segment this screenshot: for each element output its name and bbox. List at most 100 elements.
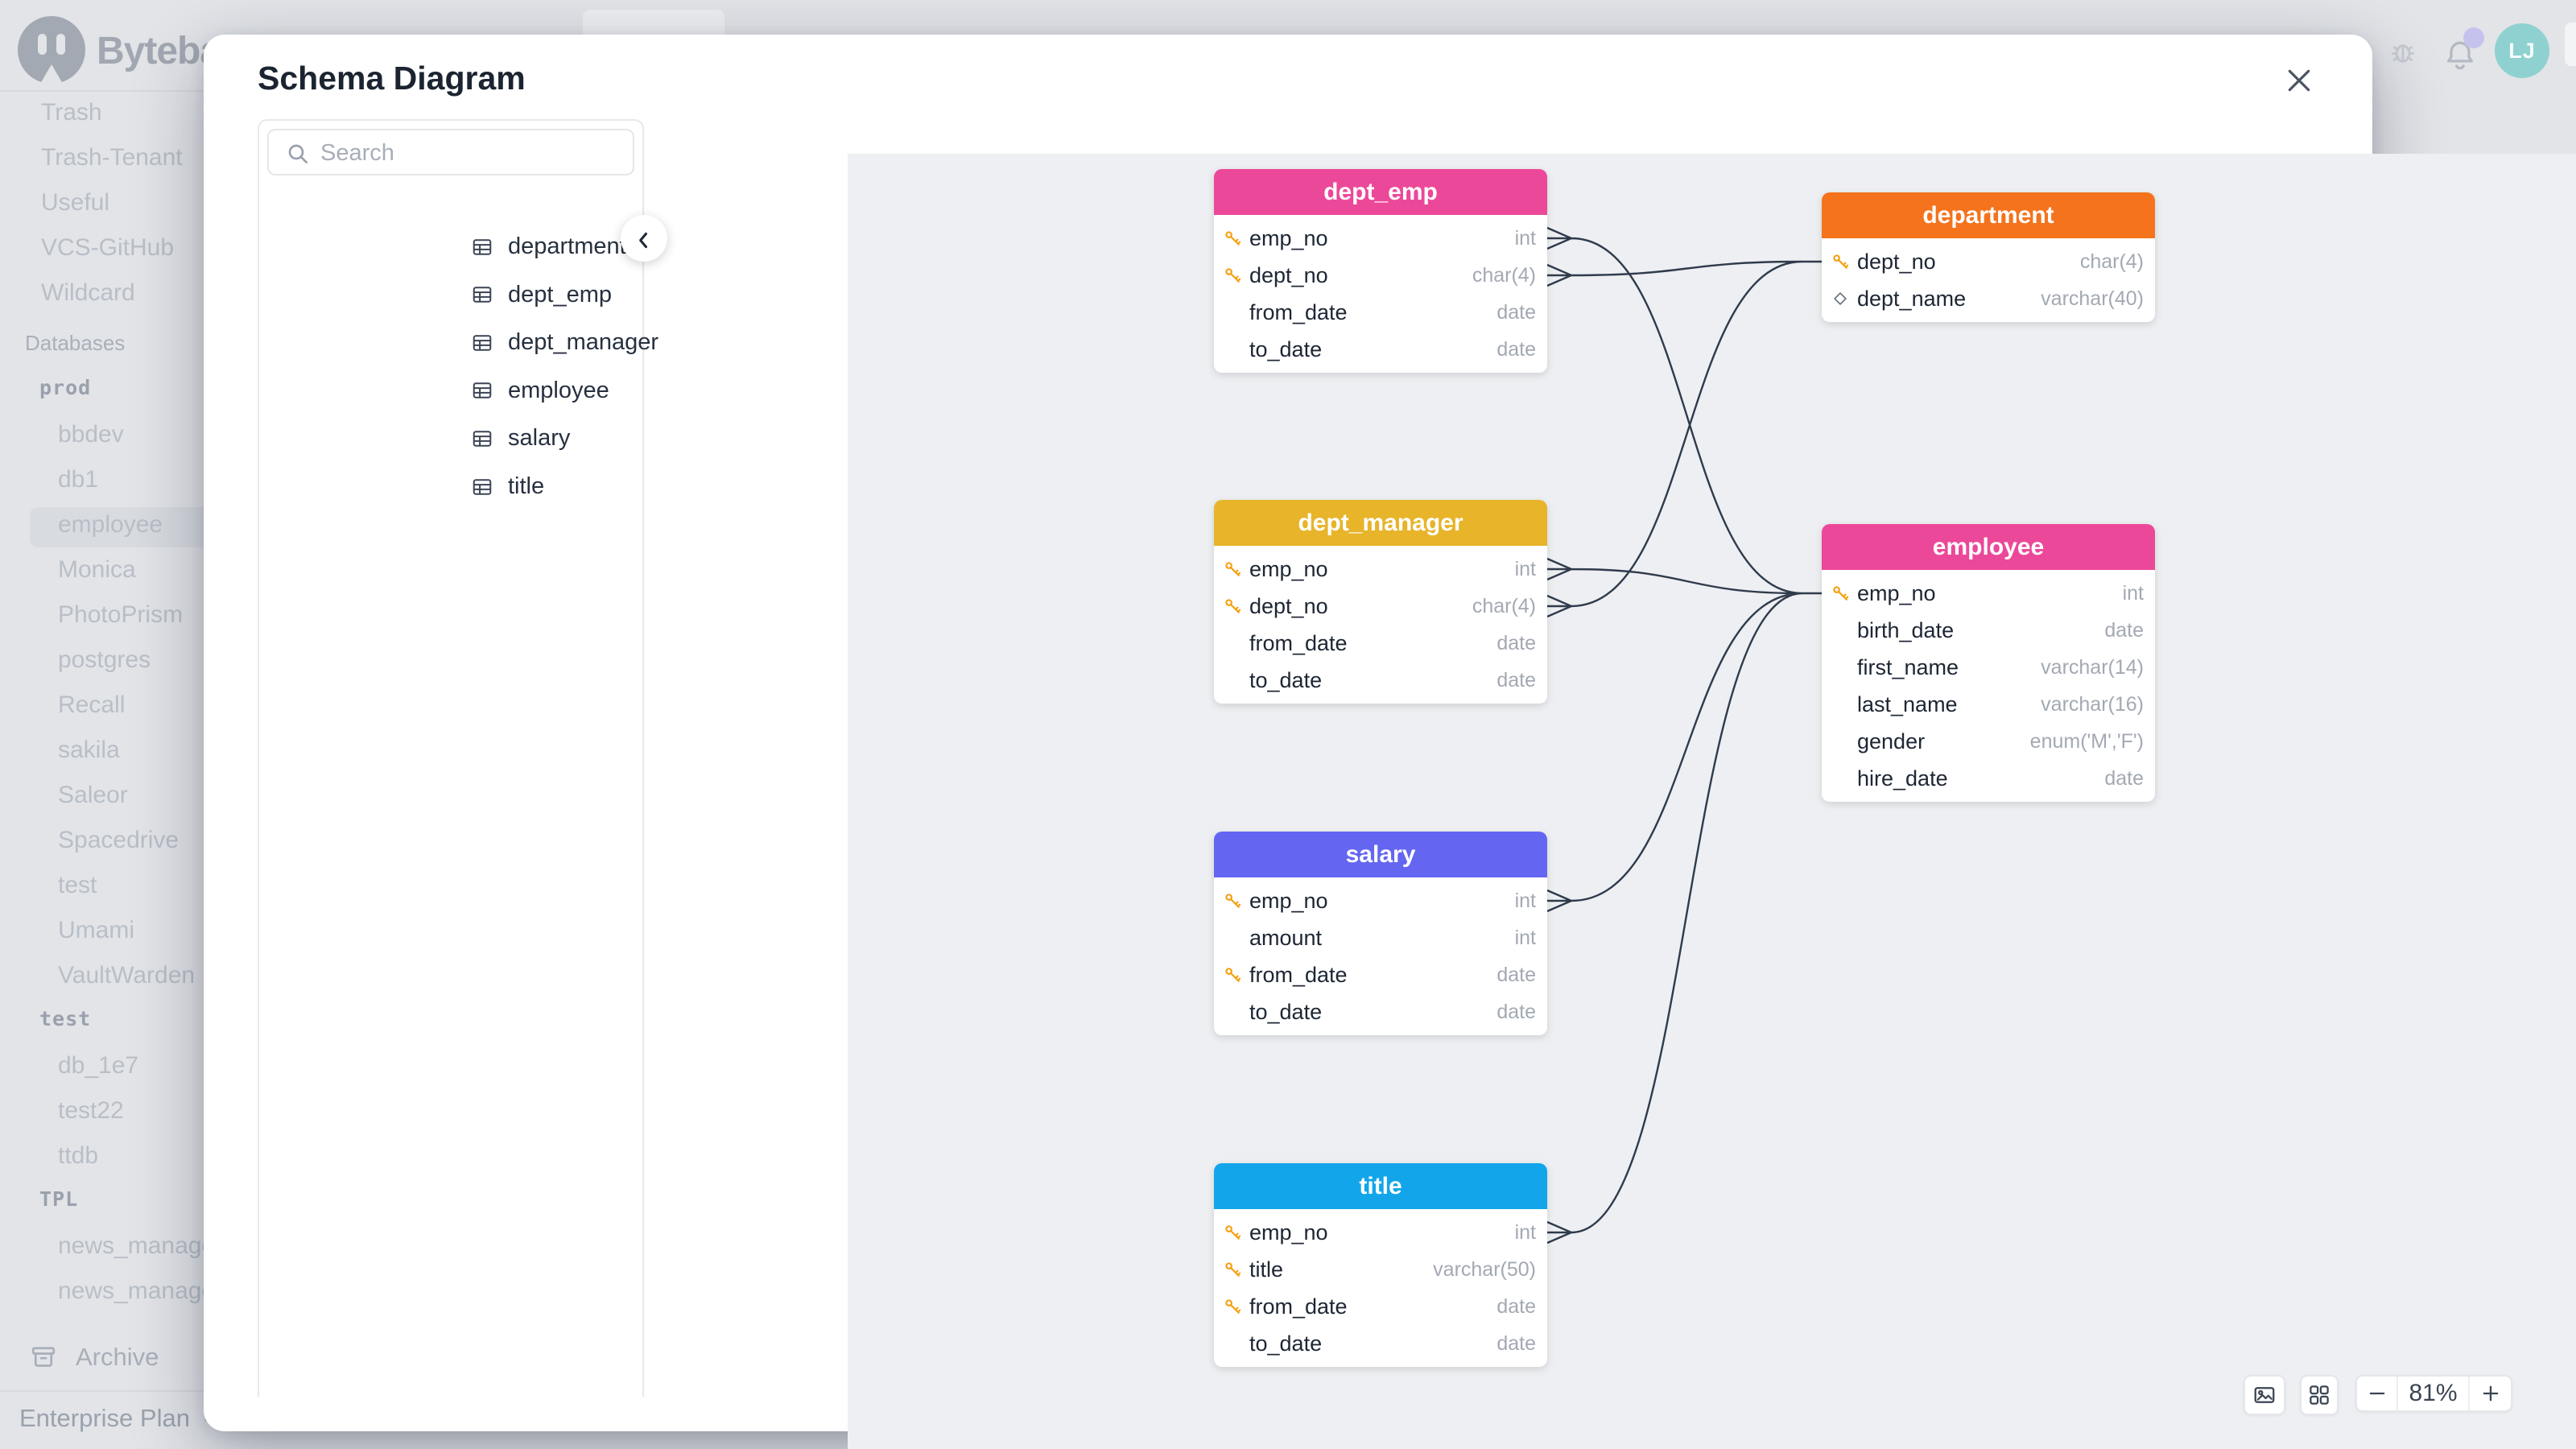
field-type: date [1496, 300, 1536, 324]
sidebar-db-saleor[interactable]: Saleor [58, 782, 128, 808]
table-icon [473, 334, 492, 351]
sidebar-db-postgres[interactable]: postgres [58, 646, 151, 673]
search-input[interactable] [319, 132, 628, 174]
sidebar-db-vaultwarden[interactable]: VaultWarden [58, 962, 196, 989]
table-header-dept-emp: dept_emp [1214, 169, 1547, 215]
sidebar-db-test[interactable]: test [58, 872, 97, 898]
field-row-dept-no: dept_no char(4) [1214, 588, 1547, 625]
sidebar-item-vcs-github[interactable]: VCS-GitHub [41, 234, 175, 261]
sidebar-item-archive[interactable]: Archive [29, 1343, 159, 1372]
field-name: from_date [1249, 962, 1348, 987]
sidebar-db-ttdb[interactable]: ttdb [58, 1142, 99, 1169]
primary-key-icon [1224, 230, 1241, 246]
sidebar-item-wildcard[interactable]: Wildcard [41, 279, 135, 306]
sidebar-db-test22[interactable]: test22 [58, 1097, 124, 1124]
table-list-item-department[interactable]: department [471, 233, 626, 260]
field-type: varchar(50) [1433, 1257, 1536, 1281]
sidebar-db-news-manage[interactable]: news_manage [58, 1278, 216, 1304]
close-icon[interactable] [2283, 64, 2315, 97]
bug-report-icon[interactable] [2387, 35, 2419, 68]
field-type: date [2104, 618, 2144, 642]
field-name: emp_no [1249, 1220, 1328, 1245]
table-list-item-dept-emp[interactable]: dept_emp [471, 282, 612, 308]
sidebar-db-db-1e7[interactable]: db_1e7 [58, 1052, 139, 1079]
field-type: int [1514, 557, 1536, 580]
sidebar-db-employee[interactable]: employee [58, 511, 163, 538]
field-name: dept_no [1857, 249, 1936, 274]
table-list-item-title[interactable]: title [471, 473, 544, 500]
zoom-in-button[interactable] [2468, 1377, 2511, 1410]
sidebar-db-photoprism[interactable]: PhotoPrism [58, 601, 184, 628]
sidebar-item-trash[interactable]: Trash [41, 99, 102, 126]
field-type: char(4) [1472, 594, 1536, 617]
zoom-controls: 81% [2355, 1375, 2512, 1412]
auto-layout-button[interactable] [2300, 1375, 2339, 1415]
sidebar-db-news-manage[interactable]: news_manage [58, 1232, 216, 1259]
sidebar-section-databases: Databases [25, 331, 126, 355]
table-list-item-dept-manager[interactable]: dept_manager [471, 329, 658, 356]
avatar[interactable]: LJ [2495, 23, 2549, 78]
relationship-lines [1546, 226, 1822, 1245]
field-name: amount [1249, 925, 1323, 950]
minus-icon [2369, 1392, 2384, 1395]
zoom-level: 81% [2396, 1377, 2468, 1410]
zoom-level-value: 81% [2409, 1380, 2458, 1406]
primary-key-icon [1224, 893, 1241, 908]
field-type: char(4) [2079, 250, 2144, 273]
zoom-out-button[interactable] [2357, 1377, 2396, 1410]
table-list-item-salary[interactable]: salary [471, 425, 570, 452]
field-name: emp_no [1857, 580, 1936, 605]
table-list-item-employee[interactable]: employee [471, 378, 609, 404]
field-name: to_date [1249, 336, 1323, 361]
table-header-department: department [1822, 192, 2155, 238]
sidebar-db-umami[interactable]: Umami [58, 917, 134, 943]
field-type: char(4) [1472, 263, 1536, 287]
field-type: date [1496, 337, 1536, 361]
field-type: int [2122, 581, 2144, 605]
table-icon [473, 382, 492, 399]
sidebar-db-sakila[interactable]: sakila [58, 737, 120, 763]
sidebar-item-trash-tenant[interactable]: Trash-Tenant [41, 144, 183, 171]
primary-key-icon [1832, 585, 1848, 601]
sidebar-db-recall[interactable]: Recall [58, 691, 126, 718]
modal-title: Schema Diagram [258, 60, 526, 97]
field-name: from_date [1249, 1294, 1348, 1319]
sidebar-top-divider [0, 90, 338, 92]
field-type: date [1496, 631, 1536, 654]
export-image-button[interactable] [2244, 1375, 2285, 1415]
field-name: gender [1857, 729, 1926, 753]
plan-label: Enterprise Plan [19, 1404, 190, 1432]
field-name: dept_name [1857, 286, 1967, 311]
table-header-employee: employee [1822, 524, 2155, 570]
field-name: dept_no [1249, 593, 1328, 618]
sidebar-db-db1[interactable]: db1 [58, 466, 99, 493]
table-icon [473, 478, 492, 495]
field-name: emp_no [1249, 888, 1328, 913]
sidebar-item-useful[interactable]: Useful [41, 189, 110, 216]
collapse-panel-button[interactable] [621, 215, 667, 262]
sidebar-db-monica[interactable]: Monica [58, 556, 136, 583]
sidebar-db-bbdev[interactable]: bbdev [58, 421, 124, 448]
help-corner-tab[interactable] [2565, 23, 2576, 66]
image-icon [2254, 1387, 2275, 1403]
table-list-label: employee [508, 377, 609, 403]
field-type: int [1514, 889, 1536, 912]
table-list-label: department [508, 233, 626, 259]
field-row-emp-no: emp_no int [1822, 575, 2155, 612]
field-name: last_name [1857, 691, 1958, 716]
sidebar-db-spacedrive[interactable]: Spacedrive [58, 827, 180, 853]
